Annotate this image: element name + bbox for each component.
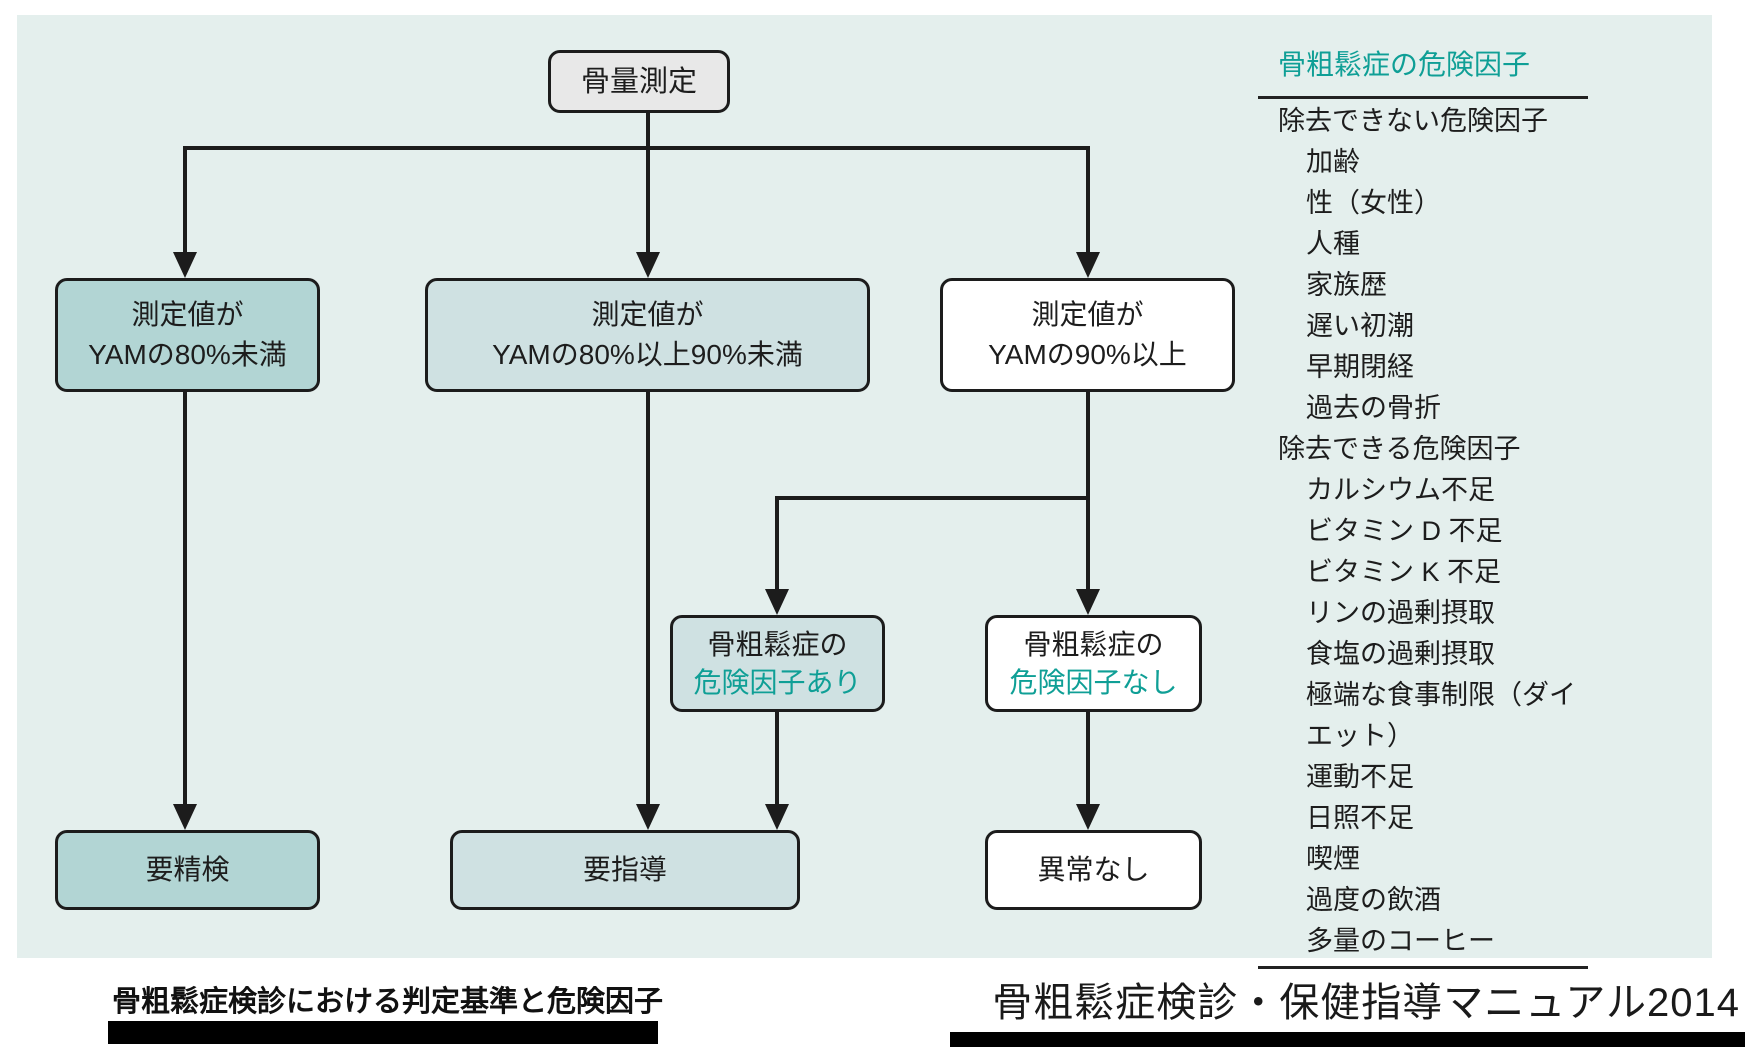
- node-line1: 骨粗鬆症の: [1023, 628, 1164, 660]
- node-label: 要指導: [582, 854, 667, 885]
- node-line2: YAMの80%以上90%未満: [492, 339, 803, 370]
- node-line1: 測定値が: [591, 299, 704, 330]
- node-line1: 骨粗鬆症の: [707, 628, 848, 660]
- node-yam-80-to-90: 測定値が YAMの80%以上90%未満: [425, 278, 870, 392]
- node-yam-over-90: 測定値が YAMの90%以上: [940, 278, 1235, 392]
- node-line2: 危険因子なし: [1009, 666, 1178, 698]
- risk-item: 食塩の過剰摂取: [1306, 639, 1495, 669]
- node-needs-guidance: 要指導: [450, 830, 800, 910]
- risk-item: 加齢: [1306, 147, 1360, 177]
- node-line1: 測定値が: [1031, 299, 1144, 330]
- risk-item: ビタミン K 不足: [1306, 557, 1502, 587]
- risk-item: 性（女性）: [1306, 188, 1441, 218]
- risk-item: 過去の骨折: [1306, 393, 1441, 423]
- source-caption: 骨粗鬆症検診・保健指導マニュアル2014: [992, 981, 1740, 1025]
- node-label: 要精検: [145, 854, 230, 885]
- risk-panel-title: 骨粗鬆症の危険因子: [1258, 40, 1588, 99]
- source-caption-bar: [950, 1032, 1745, 1047]
- node-label: 骨量測定: [580, 65, 697, 98]
- risk-group-header: 除去できる危険因子: [1278, 434, 1521, 464]
- risk-item: 過度の飲酒: [1306, 885, 1441, 915]
- node-line1: 測定値が: [131, 299, 244, 330]
- node-line2: YAMの90%以上: [988, 339, 1187, 370]
- node-risk-factor-present: 骨粗鬆症の 危険因子あり: [670, 615, 885, 712]
- node-line2: 危険因子あり: [693, 666, 862, 698]
- flowchart-panel: [17, 15, 1712, 958]
- node-needs-detailed-exam: 要精検: [55, 830, 320, 910]
- node-bone-mass-measurement: 骨量測定: [548, 50, 730, 113]
- risk-item: 家族歴: [1306, 270, 1387, 300]
- risk-item: 極端な食事制限（ダイエット）: [1306, 680, 1576, 751]
- risk-factor-list: 除去できない危険因子 加齢 性（女性） 人種 家族歴 遅い初潮 早期閉経 過去の…: [1258, 99, 1588, 969]
- risk-item: ビタミン D 不足: [1306, 516, 1503, 546]
- risk-item: 日照不足: [1306, 803, 1414, 833]
- node-risk-factor-absent: 骨粗鬆症の 危険因子なし: [985, 615, 1202, 712]
- risk-item: 多量のコーヒー: [1306, 926, 1495, 956]
- node-line2: YAMの80%未満: [88, 339, 287, 370]
- figure-caption-bar: [108, 1021, 658, 1044]
- risk-item: カルシウム不足: [1306, 475, 1495, 505]
- risk-factor-panel: 骨粗鬆症の危険因子 除去できない危険因子 加齢 性（女性） 人種 家族歴 遅い初…: [1258, 40, 1588, 969]
- risk-item: 喫煙: [1306, 844, 1360, 874]
- node-yam-under-80: 測定値が YAMの80%未満: [55, 278, 320, 392]
- risk-item: リンの過剰摂取: [1306, 598, 1495, 628]
- risk-group-header: 除去できない危険因子: [1278, 106, 1548, 136]
- node-no-abnormality: 異常なし: [985, 830, 1202, 910]
- risk-item: 早期閉経: [1306, 352, 1414, 382]
- risk-item: 人種: [1306, 229, 1360, 259]
- figure-caption: 骨粗鬆症検診における判定基準と危険因子: [112, 986, 664, 1018]
- node-label: 異常なし: [1037, 854, 1150, 885]
- risk-item: 運動不足: [1306, 762, 1414, 792]
- risk-item: 遅い初潮: [1306, 311, 1414, 341]
